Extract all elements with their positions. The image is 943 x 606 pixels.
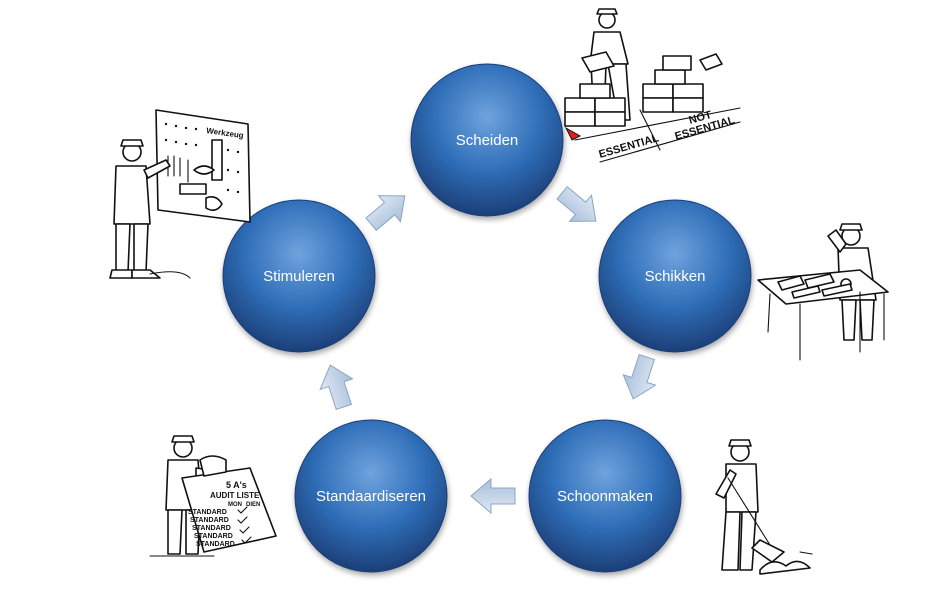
workbench-tools-worker-icon xyxy=(757,223,889,361)
node-label-schoonmaken: Schoonmaken xyxy=(557,488,653,505)
sweeping-worker-icon xyxy=(715,439,813,575)
checklist-title-text: 5 A's xyxy=(226,480,247,490)
checklist-row-1: STANDARD xyxy=(188,509,227,516)
checklist-subtitle-text: AUDIT LISTE xyxy=(210,491,260,500)
sign-essential-text: ESSENTIAL xyxy=(598,132,661,161)
node-scheiden: Scheiden xyxy=(410,63,564,217)
arrow-scheiden-to-schikken xyxy=(556,186,597,222)
checklist-mon-text: MON xyxy=(228,502,242,508)
arrow-schikken-to-schoonmaken xyxy=(622,353,657,400)
node-label-standaardiseren: Standaardiseren xyxy=(316,488,426,505)
cycle-arrows xyxy=(319,186,657,515)
node-label-stimuleren: Stimuleren xyxy=(263,268,335,285)
node-schoonmaken: Schoonmaken xyxy=(528,419,682,573)
arrow-standaardiseren-to-stimuleren xyxy=(319,364,354,411)
checklist-row-2: STANDARD xyxy=(190,517,229,524)
tool-board-worker-icon: Werkzeug xyxy=(109,109,251,279)
checklist-row-4: STANDARD xyxy=(194,533,233,540)
arrow-schoonmaken-to-standaardiseren xyxy=(470,477,516,515)
checklist-dien-text: DIEN xyxy=(246,502,260,508)
node-schikken: Schikken xyxy=(598,199,752,353)
node-stimuleren: Stimuleren xyxy=(222,199,376,353)
checklist-worker-icon: 5 A's AUDIT LISTE MON DIEN STANDARD STAN… xyxy=(149,435,277,557)
sorting-boxes-worker-icon: ESSENTIAL NOT ESSENTIAL xyxy=(564,8,741,163)
checklist-row-5: STANDARD xyxy=(196,541,235,548)
node-label-schikken: Schikken xyxy=(645,268,706,285)
node-standaardiseren: Standaardiseren xyxy=(294,419,448,573)
node-label-scheiden: Scheiden xyxy=(456,132,519,149)
checklist-row-3: STANDARD xyxy=(192,525,231,532)
arrow-stimuleren-to-scheiden xyxy=(365,195,406,231)
